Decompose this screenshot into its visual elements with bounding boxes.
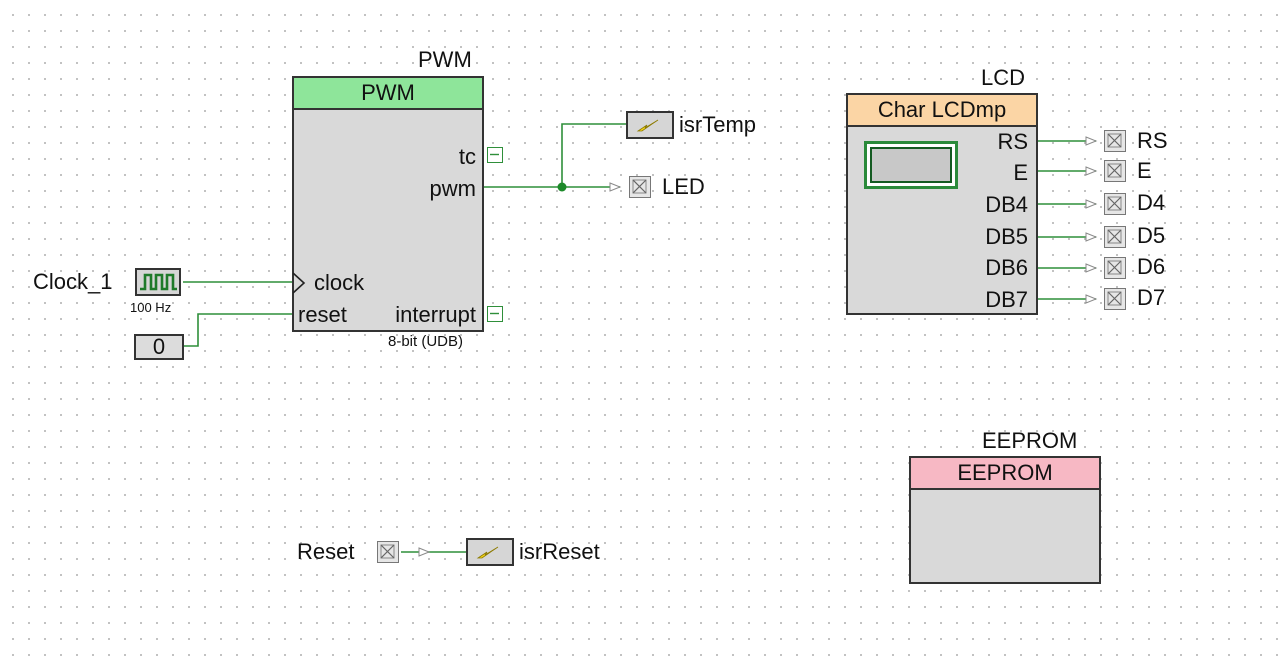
lightning-icon bbox=[636, 119, 659, 132]
pin-x-icon bbox=[1107, 163, 1122, 178]
pwm-type-title: PWM bbox=[294, 78, 482, 110]
port-d5-label: D5 bbox=[1137, 223, 1166, 248]
isr-temp-block[interactable] bbox=[626, 111, 674, 139]
pwm-interrupt-terminal[interactable] bbox=[487, 306, 503, 322]
lcd-pin-db6: DB6 bbox=[985, 255, 1028, 280]
port-d7-label: D7 bbox=[1137, 285, 1166, 310]
pwm-subtitle: 8-bit (UDB) bbox=[388, 333, 464, 350]
clock-name: Clock_1 bbox=[33, 269, 113, 294]
square-wave-icon bbox=[140, 273, 177, 291]
lcd-pin-db5: DB5 bbox=[985, 224, 1028, 249]
port-e[interactable] bbox=[1104, 160, 1126, 182]
pwm-pin-pwm: pwm bbox=[429, 176, 476, 201]
pin-x-icon bbox=[632, 179, 647, 194]
isr-temp-label: isrTemp bbox=[679, 112, 757, 137]
port-d6[interactable] bbox=[1104, 257, 1126, 279]
reset-constant[interactable]: 0 bbox=[134, 334, 184, 360]
wire-reset-const bbox=[183, 313, 293, 347]
pin-x-icon bbox=[1107, 260, 1122, 275]
pwm-instance-name: PWM bbox=[418, 47, 472, 72]
isr-reset-block[interactable] bbox=[466, 538, 514, 566]
led-port[interactable] bbox=[629, 176, 651, 198]
pin-x-icon bbox=[380, 544, 395, 559]
eeprom-component[interactable]: EEPROM bbox=[909, 456, 1101, 584]
port-rs-label: RS bbox=[1137, 128, 1168, 153]
reset-port[interactable] bbox=[377, 541, 399, 563]
reset-port-label: Reset bbox=[297, 539, 355, 564]
wire-pwm-isrtemp bbox=[561, 123, 627, 187]
eeprom-type-title: EEPROM bbox=[911, 458, 1099, 490]
pwm-pin-reset: reset bbox=[298, 302, 347, 327]
led-port-label: LED bbox=[662, 174, 705, 199]
clock-input-marker-icon bbox=[293, 272, 306, 294]
port-d5[interactable] bbox=[1104, 226, 1126, 248]
clock-frequency: 100 Hz bbox=[130, 300, 172, 315]
pwm-pin-tc: tc bbox=[458, 144, 476, 169]
pin-x-icon bbox=[1107, 196, 1122, 211]
eeprom-instance-name: EEPROM bbox=[982, 428, 1078, 453]
pwm-tc-terminal[interactable] bbox=[487, 147, 503, 163]
pin-x-icon bbox=[1107, 229, 1122, 244]
lcd-type-title: Char LCDmp bbox=[848, 95, 1036, 127]
clock-block[interactable] bbox=[135, 268, 181, 296]
lcd-display-icon bbox=[864, 141, 958, 189]
lightning-icon bbox=[476, 546, 499, 559]
port-d6-label: D6 bbox=[1137, 254, 1166, 279]
port-e-label: E bbox=[1137, 158, 1152, 183]
lcd-pin-db7: DB7 bbox=[985, 287, 1028, 312]
lcd-component[interactable]: Char LCDmp RS E DB4 DB5 DB6 DB7 bbox=[846, 93, 1038, 315]
lcd-instance-name: LCD bbox=[981, 65, 1026, 90]
lcd-pin-rs: RS bbox=[997, 129, 1028, 154]
port-d7[interactable] bbox=[1104, 288, 1126, 310]
pwm-pin-interrupt: interrupt bbox=[395, 302, 476, 327]
pwm-pin-clock: clock bbox=[314, 270, 365, 295]
isr-reset-label: isrReset bbox=[519, 539, 600, 564]
junction-dot bbox=[557, 182, 567, 192]
port-d4-label: D4 bbox=[1137, 190, 1166, 215]
lcd-pin-db4: DB4 bbox=[985, 192, 1028, 217]
port-d4[interactable] bbox=[1104, 193, 1126, 215]
pin-x-icon bbox=[1107, 133, 1122, 148]
pwm-component[interactable]: PWM tc pwm clock reset interrupt bbox=[292, 76, 484, 332]
lcd-pin-e: E bbox=[1013, 160, 1028, 185]
pin-x-icon bbox=[1107, 291, 1122, 306]
port-rs[interactable] bbox=[1104, 130, 1126, 152]
